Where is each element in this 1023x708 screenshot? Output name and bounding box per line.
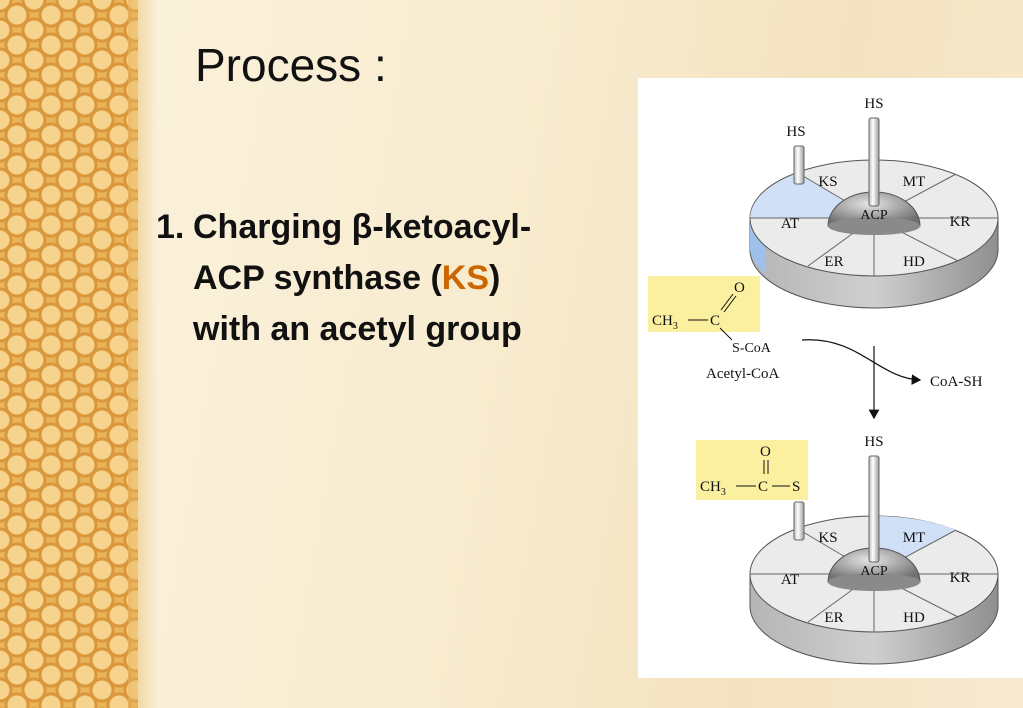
acetyl-bound-highlight-box <box>696 440 808 500</box>
svg-text:CH3: CH3 <box>652 313 678 332</box>
acetyl-bound-carbon: C <box>758 479 768 495</box>
segment-kr: KR <box>950 214 971 230</box>
bullet-line-2-close: ) <box>489 259 501 297</box>
acetyl-coa: CH3 C O S-CoA Acetyl-CoA <box>648 276 779 382</box>
s-coa-label: S-CoA <box>732 341 772 356</box>
acetyl-carbon: C <box>710 313 720 329</box>
segment-mt-bottom: MT <box>903 530 926 546</box>
segment-acp: ACP <box>860 208 887 223</box>
segment-ks: KS <box>818 174 837 190</box>
bottom-wheel: HS KS MT KR HD ER AT ACP <box>749 434 999 665</box>
acetyl-bound-oxygen: O <box>760 444 771 460</box>
segment-er-bottom: ER <box>824 610 843 626</box>
segment-at: AT <box>781 216 799 232</box>
acetyl-ks-bound: CH3 C O S <box>696 440 808 500</box>
acetyl-oxygen: O <box>734 280 745 296</box>
bullet-line-2-text: ACP synthase ( <box>193 259 442 297</box>
sidebar-fade <box>128 0 158 708</box>
bullet-line-1: Charging β-ketoacyl- <box>193 208 532 246</box>
svg-text:CH3: CH3 <box>700 479 726 498</box>
coa-release-arrow <box>801 339 922 385</box>
top-wheel: HS HS KS MT KR HD ER AT ACP <box>749 96 999 309</box>
hs-label-top: HS <box>864 96 883 112</box>
hs-label-bottom: HS <box>864 434 883 450</box>
ks-highlight: KS <box>441 259 490 297</box>
segment-ks-bottom: KS <box>818 530 837 546</box>
segment-kr-bottom: KR <box>950 570 971 586</box>
hs-label-ks: HS <box>786 124 805 140</box>
segment-hd-bottom: HD <box>903 610 925 626</box>
segment-at-bottom: AT <box>781 572 799 588</box>
segment-mt: MT <box>903 174 926 190</box>
bullet-line-2: ACP synthase (KS) <box>193 253 626 304</box>
bullet-line-3: with an acetyl group <box>193 310 522 348</box>
acetyl-highlight-box <box>648 276 760 332</box>
acetyl-bound-sulfur: S <box>792 479 800 495</box>
coa-sh-label: CoA-SH <box>930 374 983 390</box>
bullet-number: 1. <box>156 208 185 246</box>
slide-title: Process : <box>195 39 387 91</box>
segment-hd: HD <box>903 254 925 270</box>
fatty-acid-synthase-diagram: HS HS KS MT KR HD ER AT ACP CH3 C O S-Co… <box>638 78 1023 678</box>
bullet-point: 1. Charging β-ketoacyl- ACP synthase (KS… <box>156 202 626 355</box>
decorative-sidebar <box>0 0 138 708</box>
acetyl-coa-name: Acetyl-CoA <box>706 366 779 382</box>
segment-acp-bottom: ACP <box>860 564 887 579</box>
segment-er: ER <box>824 254 843 270</box>
